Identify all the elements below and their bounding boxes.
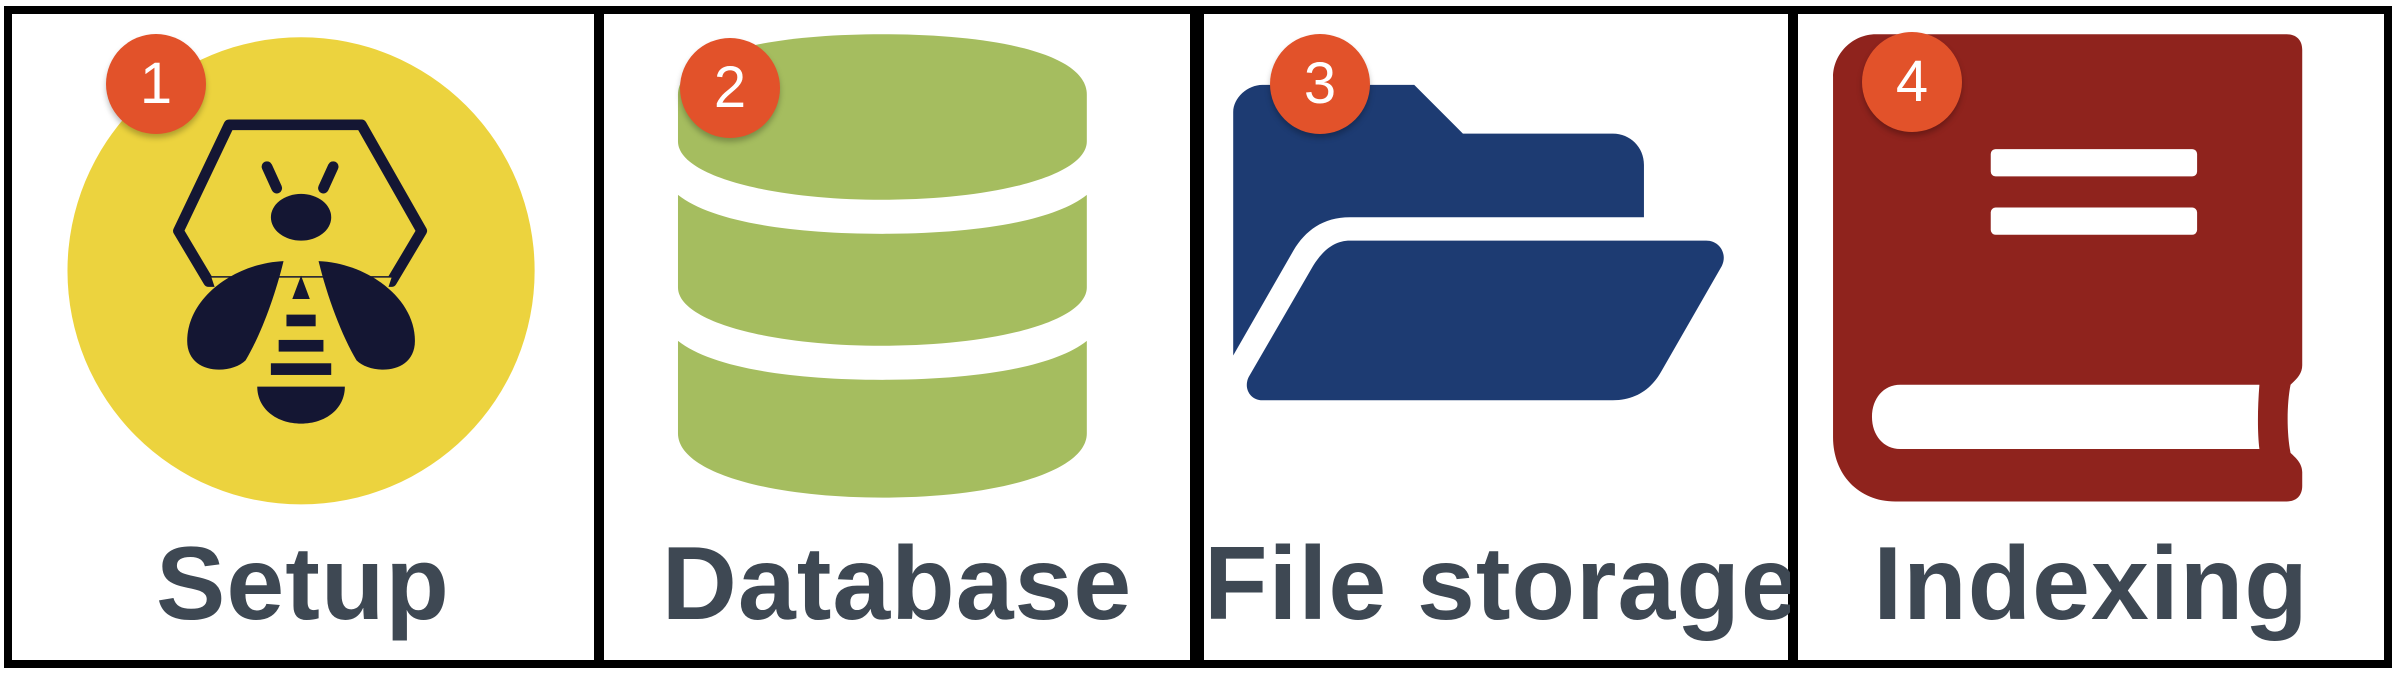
step-number-badge: 4	[1862, 32, 1962, 132]
bee-icon	[67, 37, 535, 505]
folder-icon	[1233, 84, 1724, 401]
step-number-badge: 2	[680, 38, 780, 138]
step-label: Setup	[156, 526, 450, 642]
step-label: Indexing	[1873, 526, 2309, 642]
book-icon	[1833, 34, 2303, 502]
step-label: File storage	[1204, 526, 1800, 642]
step-label: Database	[661, 526, 1133, 642]
step-number-badge: 3	[1270, 34, 1370, 134]
database-icon	[677, 34, 1087, 498]
step-panel-file-storage: 3 File storage	[1196, 6, 1800, 668]
step-panel-database: 2 Database	[596, 6, 1198, 668]
step-panel-setup: 1 Setup	[4, 6, 602, 668]
step-number-badge: 1	[106, 34, 206, 134]
step-panel-indexing: 4 Indexing	[1790, 6, 2392, 668]
